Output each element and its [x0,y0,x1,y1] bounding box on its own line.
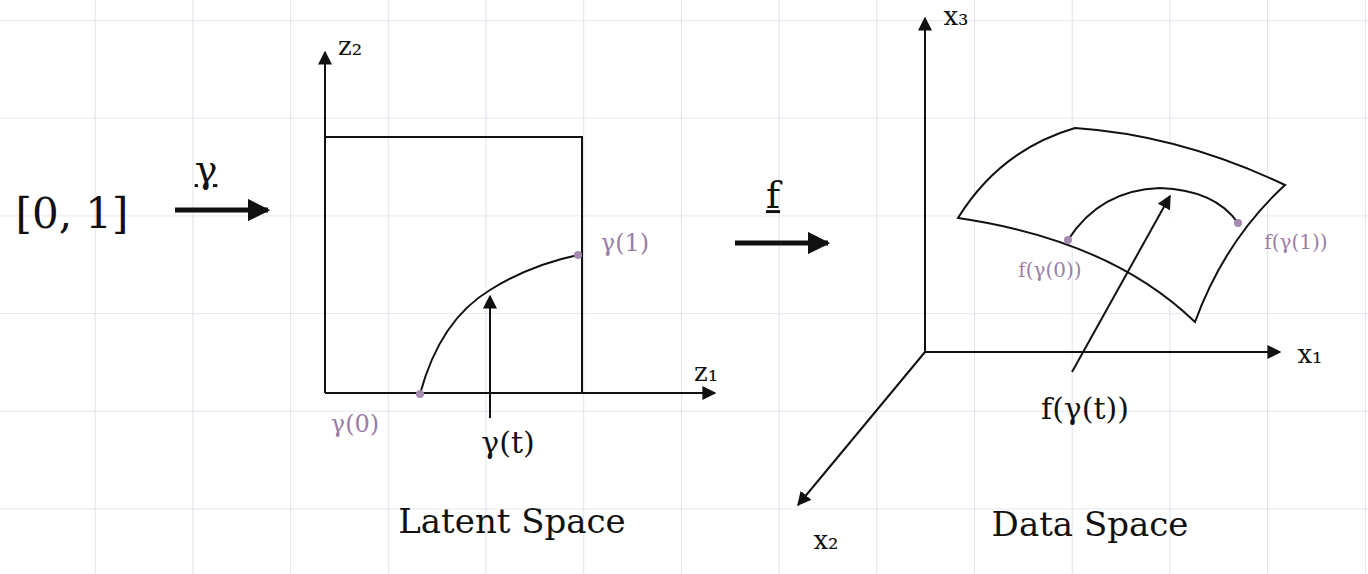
latent-curve [420,255,578,394]
manifold-surface [958,128,1285,322]
x3-axis [924,18,926,352]
map-name: γ [195,149,218,191]
curve-point [1064,236,1072,244]
point-label: f(γ(1)) [1264,231,1327,253]
space-title: Data Space [992,506,1189,543]
point-label: f(γ(t)) [1041,392,1129,425]
curve-point [1234,219,1242,227]
leader-arrow [489,296,491,418]
space-title: Latent Space [398,503,626,540]
curve-point [574,251,582,259]
x2-axis [798,352,925,505]
point-label: f(γ(0)) [1018,259,1081,281]
axis-label: z₁ [694,358,718,387]
leader-arrow [1072,196,1170,372]
axis-label: x₂ [813,526,838,555]
map-arrow [735,241,828,246]
map-name: f [766,175,780,217]
curve-point [416,390,424,398]
map-arrow [175,208,268,213]
data-curve [1068,188,1238,240]
interval-label: [0, 1] [16,191,129,237]
point-label: γ(1) [601,230,649,256]
point-label: γ(0) [331,411,379,437]
x1-axis [925,351,1280,353]
unit-square [325,137,582,393]
z2-axis [324,52,326,393]
axis-label: z₂ [338,32,362,61]
point-label: γ(t) [481,426,534,459]
axis-label: x₁ [1297,340,1322,369]
z1-axis [325,392,715,394]
axis-label: x₃ [943,2,968,31]
